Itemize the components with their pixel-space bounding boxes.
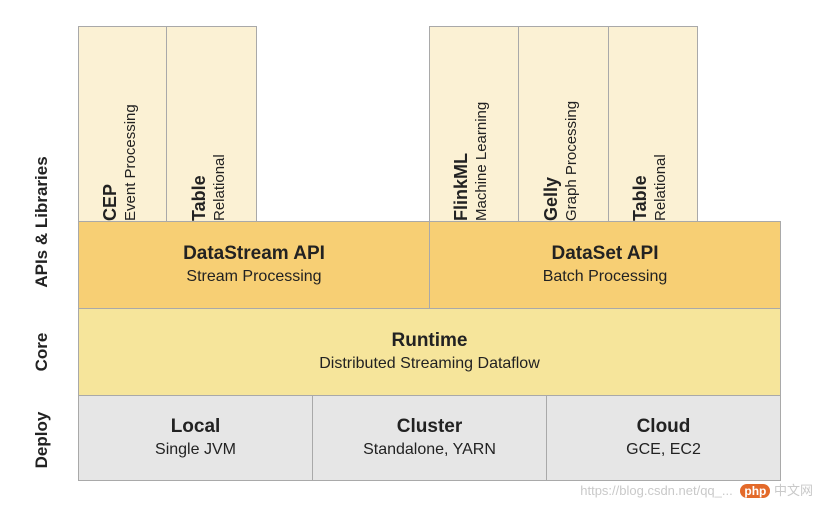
deploy-cloud-box: Cloud GCE, EC2 (546, 395, 781, 481)
library-subtitle: Relational (652, 154, 669, 221)
library-title: Table (188, 175, 209, 221)
deploy-title: Local (170, 416, 221, 437)
deploy-title: Cluster (396, 416, 463, 437)
runtime-subtitle: Distributed Streaming Dataflow (319, 355, 540, 372)
library-title: FlinkML (451, 153, 471, 221)
deploy-local-box: Local Single JVM (78, 395, 313, 481)
library-gelly: Gelly Graph Processing (518, 26, 609, 222)
library-title: Table (630, 175, 650, 221)
library-table-stream: Table Relational (166, 26, 257, 222)
library-subtitle: Event Processing (121, 104, 139, 221)
api-title: DataStream API (183, 243, 325, 264)
datastream-api-box: DataStream API Stream Processing (78, 221, 430, 309)
deploy-title: Cloud (636, 416, 691, 437)
deploy-subtitle: Standalone, YARN (363, 441, 496, 458)
library-flinkml-text: FlinkML Machine Learning (450, 102, 492, 221)
library-gelly-text: Gelly Graph Processing (540, 101, 582, 221)
side-label-core: Core (32, 332, 51, 372)
library-flinkml: FlinkML Machine Learning (429, 26, 519, 222)
library-cep: CEP Event Processing (78, 26, 167, 222)
library-title: Gelly (540, 176, 561, 221)
runtime-box: Runtime Distributed Streaming Dataflow (78, 308, 781, 396)
library-table-batch-text: Table Relational (629, 154, 671, 221)
api-subtitle: Stream Processing (186, 268, 322, 285)
deploy-subtitle: Single JVM (155, 441, 236, 458)
library-title: CEP (99, 183, 120, 221)
watermark: https://blog.csdn.net/qq_... php 中文网 (580, 480, 813, 499)
library-subtitle: Graph Processing (562, 100, 580, 221)
watermark-site: 中文网 (773, 483, 813, 498)
side-label-apis-libraries: APIs & Libraries (32, 156, 51, 288)
library-subtitle: Machine Learning (473, 101, 490, 221)
deploy-cluster-box: Cluster Standalone, YARN (312, 395, 547, 481)
dataset-api-box: DataSet API Batch Processing (429, 221, 781, 309)
side-label-deploy: Deploy (32, 411, 51, 469)
runtime-title: Runtime (391, 330, 468, 351)
library-cep-text: CEP Event Processing (99, 104, 141, 221)
library-table-stream-text: Table Relational (188, 154, 230, 221)
api-subtitle: Batch Processing (542, 268, 668, 285)
deploy-subtitle: GCE, EC2 (626, 441, 701, 458)
php-logo-icon: php (740, 484, 771, 498)
api-title: DataSet API (551, 243, 659, 264)
library-subtitle: Relational (210, 154, 228, 221)
library-table-batch: Table Relational (608, 26, 698, 222)
watermark-url: https://blog.csdn.net/qq_... (580, 483, 733, 498)
